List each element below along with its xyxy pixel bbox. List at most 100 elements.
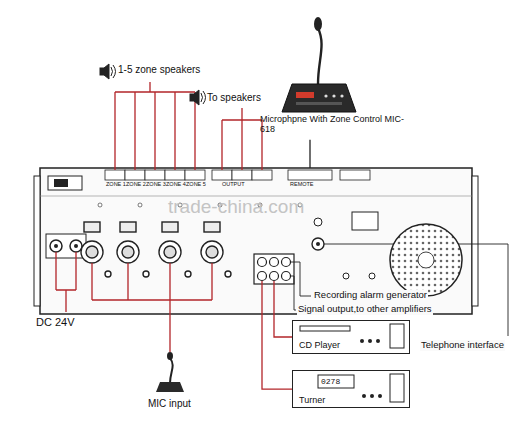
speaker-icon-part — [194, 90, 199, 105]
power-switch-part — [54, 179, 68, 187]
remote-terminals — [288, 170, 370, 180]
xlr-inputs-part — [117, 241, 139, 263]
speaker-icon-part — [104, 64, 109, 79]
tuner-box: 0278Turner — [292, 370, 410, 408]
rca-jacks-part — [254, 254, 294, 284]
dc-wires — [56, 252, 76, 312]
panel-terminal-label: ZONE 1 — [106, 181, 126, 187]
output-speaker-wires-part — [222, 108, 262, 170]
callout-label: Telephone interface — [420, 340, 505, 351]
tuner-details-part — [318, 375, 354, 388]
device-label: CD Player — [299, 340, 340, 350]
zone-control-microphone — [282, 17, 356, 112]
screw-row-part — [98, 203, 102, 207]
cd-player-details-part — [368, 339, 372, 343]
panel-terminal-label: ZONE 4 — [166, 181, 186, 187]
speaker-icon-part — [100, 68, 104, 75]
speaker-icon — [100, 64, 116, 79]
mic-input-wires — [92, 263, 212, 352]
zone-terminals-part — [185, 170, 205, 180]
zone-speaker-wires-part — [115, 82, 195, 170]
telephone-jack-part — [352, 212, 378, 230]
zone-terminals-part — [125, 170, 145, 180]
panel-terminal-label: ZONE 2 — [126, 181, 146, 187]
tuner-details-part — [362, 394, 366, 398]
dc-input-part — [46, 234, 86, 258]
device-label: Turner — [299, 395, 325, 405]
xlr-inputs-part — [159, 241, 181, 263]
cd-player-details-part — [300, 326, 350, 331]
panel-terminal-label: ZONE 5 — [186, 181, 206, 187]
zone-control-microphone-part — [296, 102, 342, 105]
rca-jacks-part — [282, 272, 291, 281]
telephone-jack-part — [314, 218, 322, 226]
tuner-details-part — [370, 394, 374, 398]
callout-label: MIC input — [148, 398, 191, 410]
dc-wires-part — [56, 252, 76, 312]
zone-terminals-part — [105, 170, 125, 180]
callout-label: DC 24V — [36, 316, 75, 329]
output-speaker-wires — [222, 108, 262, 170]
rca-jacks-part — [270, 258, 279, 267]
zone-speaker-wires — [115, 82, 195, 170]
remote-terminals-part — [340, 170, 370, 180]
desk-microphone-part — [170, 358, 173, 383]
remote-terminals-part — [288, 170, 332, 180]
telephone-jack-part — [316, 242, 320, 246]
cd-player-details-part — [390, 324, 404, 348]
source-wire-stubs — [262, 281, 274, 314]
zone-control-microphone-part — [296, 92, 314, 98]
xlr-inputs-part — [162, 222, 178, 232]
zone-control-microphone-part — [324, 94, 327, 97]
xlr-inputs-part — [120, 222, 136, 232]
xlr-inputs — [81, 222, 231, 277]
amplifier-panel — [34, 168, 478, 314]
screw-row-part — [138, 203, 142, 207]
amplifier-panel-part — [472, 176, 478, 306]
zone-control-microphone-part — [340, 94, 343, 97]
frequency-display: 0278 — [321, 377, 340, 386]
desk-microphone — [156, 352, 184, 392]
callout-label: Recording alarm generator — [313, 290, 428, 301]
telephone-jack-part — [369, 273, 375, 279]
output-terminals-part — [232, 170, 252, 180]
output-terminals — [212, 170, 272, 180]
xlr-inputs-part — [81, 241, 103, 263]
dc-input — [46, 234, 86, 258]
cd-player-box: CD Player — [292, 320, 410, 354]
power-switch-part — [48, 176, 82, 190]
panel-terminal-label: REMOTE — [290, 181, 314, 187]
zone-terminals — [105, 170, 205, 180]
telephone-jack — [312, 212, 378, 279]
rca-jacks-part — [258, 272, 267, 281]
xlr-inputs-part — [185, 271, 191, 277]
amplifier-panel-part — [40, 168, 472, 314]
signal-wire — [274, 314, 292, 337]
leader-lines-part — [290, 276, 296, 310]
cooling-fan-part — [418, 252, 434, 268]
callout-label: Signal output,to other amplifiers — [297, 304, 433, 315]
signal-wire — [262, 314, 292, 389]
xlr-inputs-part — [206, 246, 218, 258]
zone-control-microphone-part — [282, 84, 356, 112]
zone-terminals-part — [145, 170, 165, 180]
zone-terminals-part — [165, 170, 185, 180]
tuner-details-part — [378, 394, 382, 398]
xlr-inputs-part — [201, 241, 223, 263]
xlr-inputs-part — [225, 271, 231, 277]
leader-lines-part — [290, 262, 311, 296]
rca-jacks — [254, 254, 294, 284]
speaker-icon-part — [111, 65, 116, 78]
output-terminals-part — [252, 170, 272, 180]
desk-microphone-part — [156, 382, 184, 392]
xlr-inputs-part — [164, 246, 176, 258]
amplifier-panel-part — [34, 176, 40, 306]
dc-input-part — [54, 244, 58, 248]
xlr-inputs-part — [84, 222, 100, 232]
speaker-icon — [190, 90, 206, 105]
power-switch — [48, 176, 82, 190]
dc-input-part — [50, 240, 62, 252]
tuner-details — [318, 374, 404, 402]
callout-label: 1-5 zone speakers — [118, 64, 200, 76]
